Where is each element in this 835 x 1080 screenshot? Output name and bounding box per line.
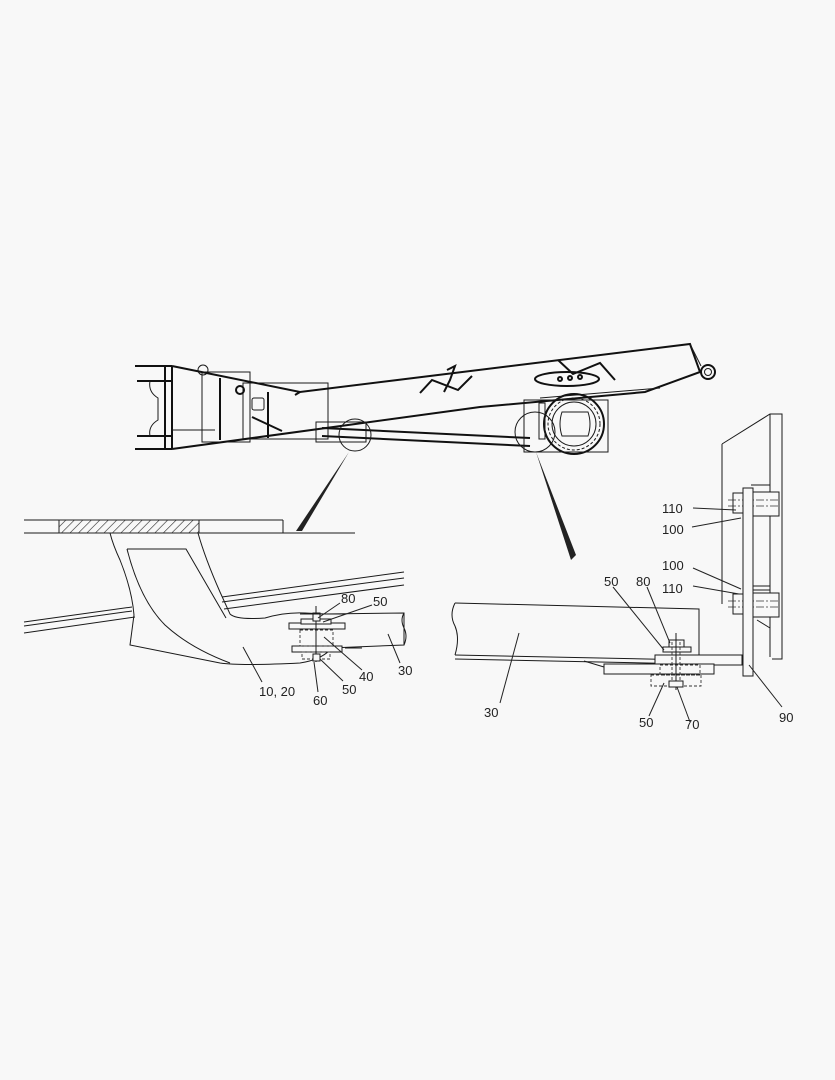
- detail-pointer-left: [296, 452, 349, 531]
- callout-30: 30: [484, 705, 498, 720]
- callout-40: 40: [359, 669, 373, 684]
- callout-100-bottom: 100: [662, 558, 684, 573]
- callout-10-20: 10, 20: [259, 684, 295, 699]
- callout-50-top: 50: [604, 574, 618, 589]
- callout-80: 80: [636, 574, 650, 589]
- callout-110-bottom: 110: [662, 581, 683, 596]
- boom-base-frame: [135, 364, 329, 450]
- callout-110-top: 110: [662, 501, 683, 516]
- detail-view-right: 110 100 100 110 50 80 30 50 70 90: [451, 413, 793, 732]
- callout-50-top: 50: [373, 594, 387, 609]
- boom-body: [171, 342, 716, 450]
- boom-overview: [135, 342, 716, 455]
- callout-50-bottom: 50: [639, 715, 653, 730]
- detail-view-left: 80 50 40 30 10, 20 50 60: [23, 519, 412, 708]
- slewing-ring: [523, 393, 609, 455]
- callout-90: 90: [779, 710, 793, 725]
- callout-70: 70: [685, 717, 699, 732]
- detail-pointer-right: [536, 452, 576, 560]
- callout-50-bottom: 50: [342, 682, 356, 697]
- callout-30: 30: [398, 663, 412, 678]
- detail-circle-right: [514, 411, 556, 453]
- callout-100-top: 100: [662, 522, 684, 537]
- detail-circle-left: [338, 418, 372, 452]
- callout-80: 80: [341, 591, 355, 606]
- callout-60: 60: [313, 693, 327, 708]
